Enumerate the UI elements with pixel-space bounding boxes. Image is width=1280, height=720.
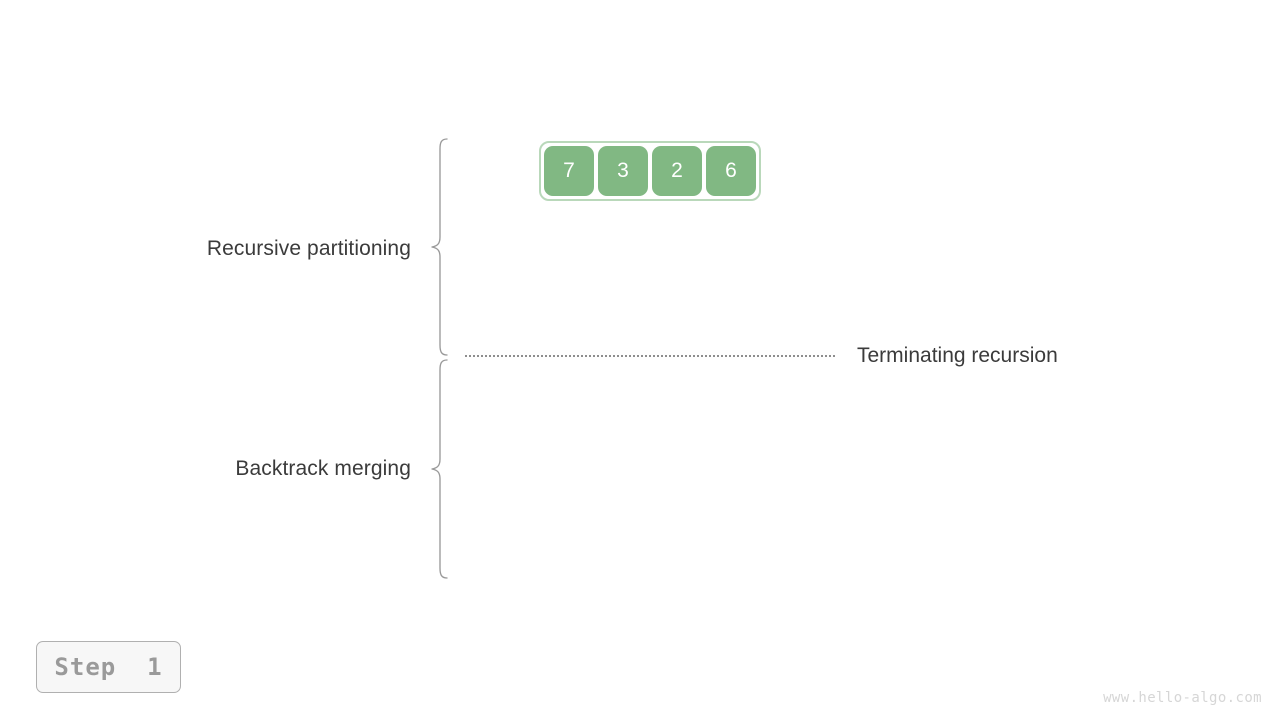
step-badge: Step 1 xyxy=(36,641,181,693)
terminating-recursion-divider xyxy=(465,355,835,357)
watermark: www.hello-algo.com xyxy=(1103,690,1262,706)
phase-label-backtrack-merging: Backtrack merging xyxy=(235,457,411,480)
array-cell: 7 xyxy=(544,146,594,196)
array-group-root: 7 3 2 6 xyxy=(539,141,761,201)
curly-brace-backtrack-merging xyxy=(429,359,453,579)
terminating-recursion-label: Terminating recursion xyxy=(857,344,1058,367)
array-cell: 6 xyxy=(706,146,756,196)
array-cell: 3 xyxy=(598,146,648,196)
array-cell: 2 xyxy=(652,146,702,196)
curly-brace-recursive-partitioning xyxy=(429,138,453,356)
phase-label-recursive-partitioning: Recursive partitioning xyxy=(206,237,411,260)
